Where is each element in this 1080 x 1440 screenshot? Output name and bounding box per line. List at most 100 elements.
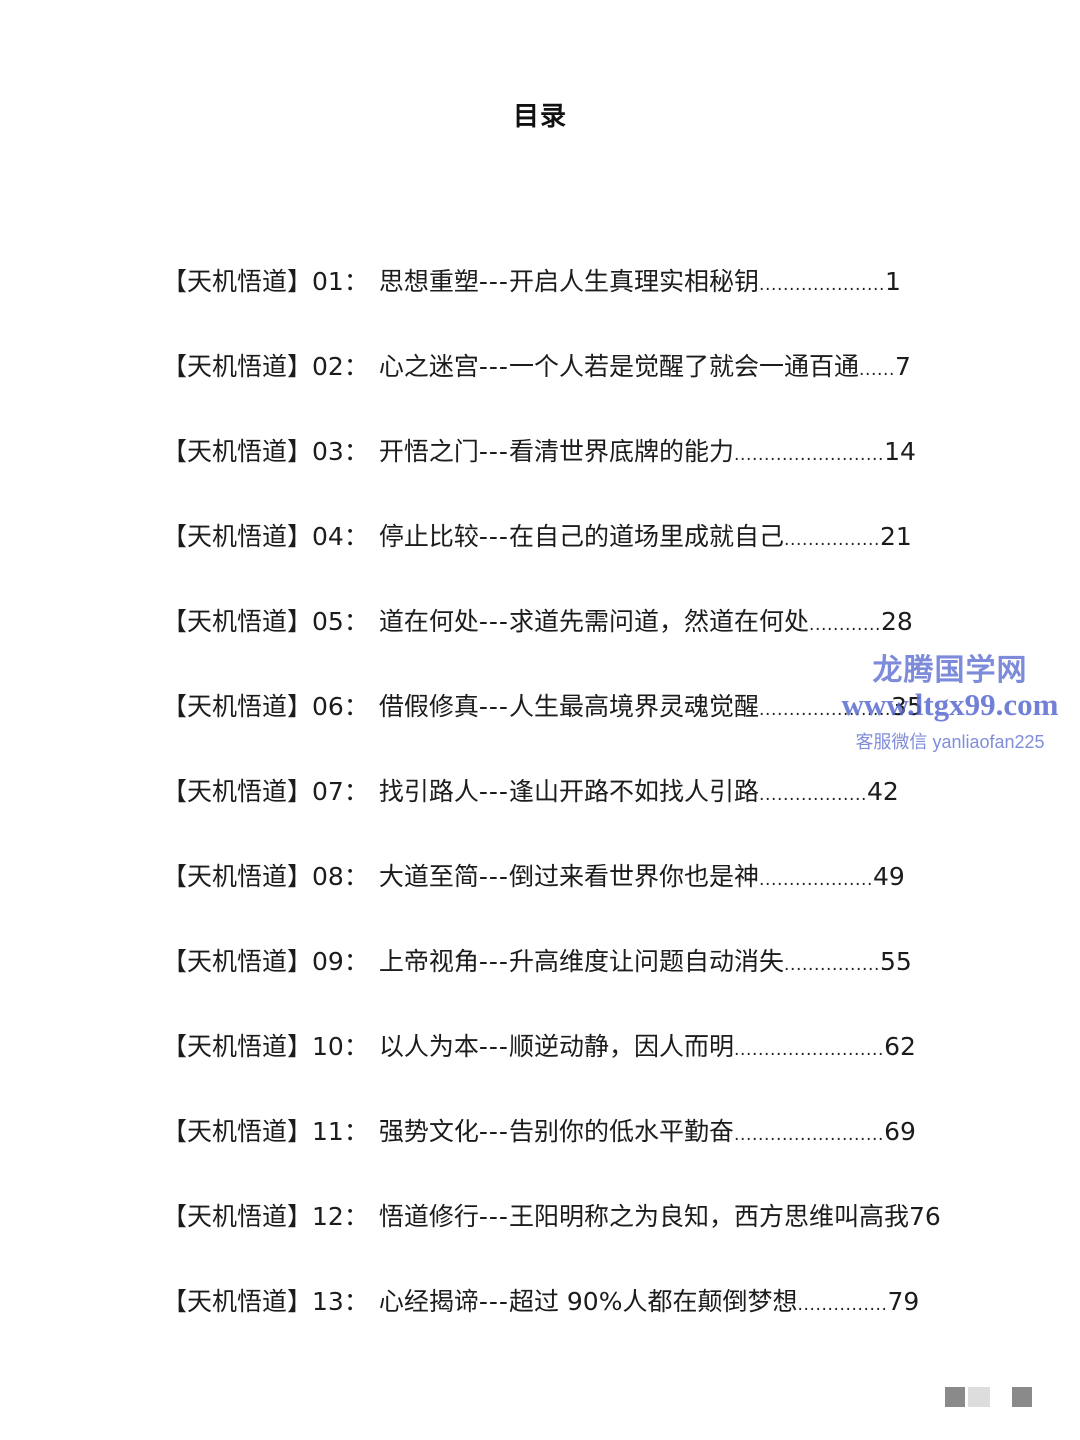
toc-page-number: 49 <box>873 862 905 891</box>
toc-page-number: 76 <box>908 1202 941 1231</box>
toc-page-number: 42 <box>867 777 899 806</box>
toc-entry[interactable]: 【天机悟道】 10 ： 以人为本 --- 顺逆动静，因人而明 .........… <box>162 1027 952 1112</box>
toc-entry[interactable]: 【天机悟道】 12 ： 悟道修行 --- 王阳明称之为良知，西方思维叫高我 76 <box>162 1197 952 1282</box>
toc-entry[interactable]: 【天机悟道】 03 ： 开悟之门 --- 看清世界底牌的能力 .........… <box>162 432 952 517</box>
toc-entry[interactable]: 【天机悟道】 09 ： 上帝视角 --- 升高维度让问题自动消失 .......… <box>162 942 952 1027</box>
toc-separator: ： <box>343 777 369 806</box>
corner-square-mark <box>968 1387 990 1407</box>
toc-entry[interactable]: 【天机悟道】 01 ： 思想重塑 --- 开启人生真理实相秘钥 ........… <box>162 262 952 347</box>
toc-entry-number: 04 <box>312 522 344 551</box>
toc-series-label: 【天机悟道】 <box>162 1117 313 1146</box>
toc-page-number: 7 <box>894 352 911 381</box>
toc-series-label: 【天机悟道】 <box>162 947 313 976</box>
toc-series-label: 【天机悟道】 <box>162 692 313 721</box>
toc-entry-subtitle: 在自己的道场里成就自己 <box>508 522 784 551</box>
toc-entry-subtitle: 逢山开路不如找人引路 <box>508 777 759 806</box>
toc-series-label: 【天机悟道】 <box>162 267 313 296</box>
toc-entry-title: 心经揭谛 <box>378 1287 479 1316</box>
toc-entry-subtitle: 求道先需问道，然道在何处 <box>508 607 809 636</box>
toc-series-label: 【天机悟道】 <box>162 437 313 466</box>
toc-entry-number: 06 <box>312 692 344 721</box>
toc-dash: --- <box>478 947 509 976</box>
toc-entry[interactable]: 【天机悟道】 13 ： 心经揭谛 --- 超过 90%人都在颠倒梦想 .....… <box>162 1282 952 1367</box>
toc-page-number: 28 <box>881 607 913 636</box>
toc-entry[interactable]: 【天机悟道】 07 ： 找引路人 --- 逢山开路不如找人引路 ........… <box>162 772 952 857</box>
toc-separator: ： <box>343 692 369 721</box>
toc-dash: --- <box>478 1032 509 1061</box>
toc-entry-title: 停止比较 <box>378 522 479 551</box>
toc-entry[interactable]: 【天机悟道】 02 ： 心之迷宫 --- 一个人若是觉醒了就会一通百通 ....… <box>162 347 952 432</box>
toc-series-label: 【天机悟道】 <box>162 777 313 806</box>
table-of-contents: 【天机悟道】 01 ： 思想重塑 --- 开启人生真理实相秘钥 ........… <box>162 262 952 1367</box>
toc-separator: ： <box>343 862 369 891</box>
toc-dash: --- <box>478 777 509 806</box>
toc-dash: --- <box>478 1287 509 1316</box>
toc-entry-title: 开悟之门 <box>378 437 479 466</box>
toc-dash: --- <box>478 437 509 466</box>
corner-square-mark <box>945 1387 965 1407</box>
toc-leader-dots: ................ <box>783 955 881 975</box>
toc-entry-title: 悟道修行 <box>378 1202 479 1231</box>
toc-entry-number: 01 <box>312 267 344 296</box>
toc-series-label: 【天机悟道】 <box>162 1032 313 1061</box>
toc-leader-dots: ......................... <box>733 445 885 465</box>
toc-entry-number: 13 <box>312 1287 344 1316</box>
toc-leader-dots: ............ <box>808 615 881 635</box>
toc-separator: ： <box>343 1202 369 1231</box>
toc-series-label: 【天机悟道】 <box>162 352 313 381</box>
toc-separator: ： <box>343 522 369 551</box>
toc-entry-title: 找引路人 <box>378 777 479 806</box>
toc-separator: ： <box>343 947 369 976</box>
toc-entry-title: 道在何处 <box>378 607 479 636</box>
toc-separator: ： <box>343 1287 369 1316</box>
toc-entry-subtitle: 看清世界底牌的能力 <box>508 437 734 466</box>
toc-leader-dots: ...................... <box>758 700 892 720</box>
toc-entry-title: 借假修真 <box>378 692 479 721</box>
toc-leader-dots: ......................... <box>733 1125 885 1145</box>
toc-leader-dots: ..................... <box>758 275 886 295</box>
toc-page-number: 79 <box>887 1287 920 1316</box>
toc-entry-subtitle: 一个人若是觉醒了就会一通百通 <box>508 352 859 381</box>
toc-leader-dots: ......................... <box>733 1040 885 1060</box>
toc-entry-number: 02 <box>312 352 344 381</box>
toc-series-label: 【天机悟道】 <box>162 1202 313 1231</box>
toc-entry-subtitle: 王阳明称之为良知，西方思维叫高我 <box>508 1202 909 1231</box>
toc-entry-title: 上帝视角 <box>378 947 479 976</box>
toc-entry-title: 心之迷宫 <box>378 352 479 381</box>
toc-dash: --- <box>478 862 509 891</box>
toc-entry-number: 03 <box>312 437 344 466</box>
toc-leader-dots: ................... <box>758 870 874 890</box>
toc-entry-number: 09 <box>312 947 344 976</box>
toc-entry[interactable]: 【天机悟道】 04 ： 停止比较 --- 在自己的道场里成就自己 .......… <box>162 517 952 602</box>
toc-page-number: 21 <box>880 522 912 551</box>
toc-entry-subtitle: 开启人生真理实相秘钥 <box>508 267 759 296</box>
toc-entry-number: 11 <box>312 1117 344 1146</box>
toc-entry-subtitle: 倒过来看世界你也是神 <box>508 862 759 891</box>
toc-separator: ： <box>343 1117 369 1146</box>
toc-dash: --- <box>478 692 509 721</box>
toc-entry-title: 以人为本 <box>378 1032 479 1061</box>
toc-entry-number: 08 <box>312 862 344 891</box>
toc-entry-subtitle: 告别你的低水平勤奋 <box>508 1117 734 1146</box>
toc-series-label: 【天机悟道】 <box>162 1287 313 1316</box>
toc-entry[interactable]: 【天机悟道】 05 ： 道在何处 --- 求道先需问道，然道在何处 ......… <box>162 602 952 687</box>
toc-leader-dots: ...... <box>858 360 895 380</box>
toc-entry[interactable]: 【天机悟道】 08 ： 大道至简 --- 倒过来看世界你也是神 ........… <box>162 857 952 942</box>
toc-separator: ： <box>343 267 369 296</box>
toc-series-label: 【天机悟道】 <box>162 862 313 891</box>
toc-series-label: 【天机悟道】 <box>162 607 313 636</box>
toc-separator: ： <box>343 352 369 381</box>
toc-separator: ： <box>343 437 369 466</box>
toc-separator: ： <box>343 1032 369 1061</box>
toc-dash: --- <box>478 1117 509 1146</box>
toc-page-number: 62 <box>884 1032 916 1061</box>
toc-entry-number: 07 <box>312 777 344 806</box>
toc-entry-title: 思想重塑 <box>378 267 479 296</box>
toc-dash: --- <box>478 522 509 551</box>
toc-entry[interactable]: 【天机悟道】 06 ： 借假修真 --- 人生最高境界灵魂觉醒 ........… <box>162 687 952 772</box>
toc-dash: --- <box>478 352 509 381</box>
toc-entry[interactable]: 【天机悟道】 11 ： 强势文化 --- 告别你的低水平勤奋 .........… <box>162 1112 952 1197</box>
toc-entry-subtitle: 人生最高境界灵魂觉醒 <box>508 692 759 721</box>
toc-leader-dots: .................. <box>758 785 868 805</box>
toc-entry-title: 强势文化 <box>378 1117 479 1146</box>
